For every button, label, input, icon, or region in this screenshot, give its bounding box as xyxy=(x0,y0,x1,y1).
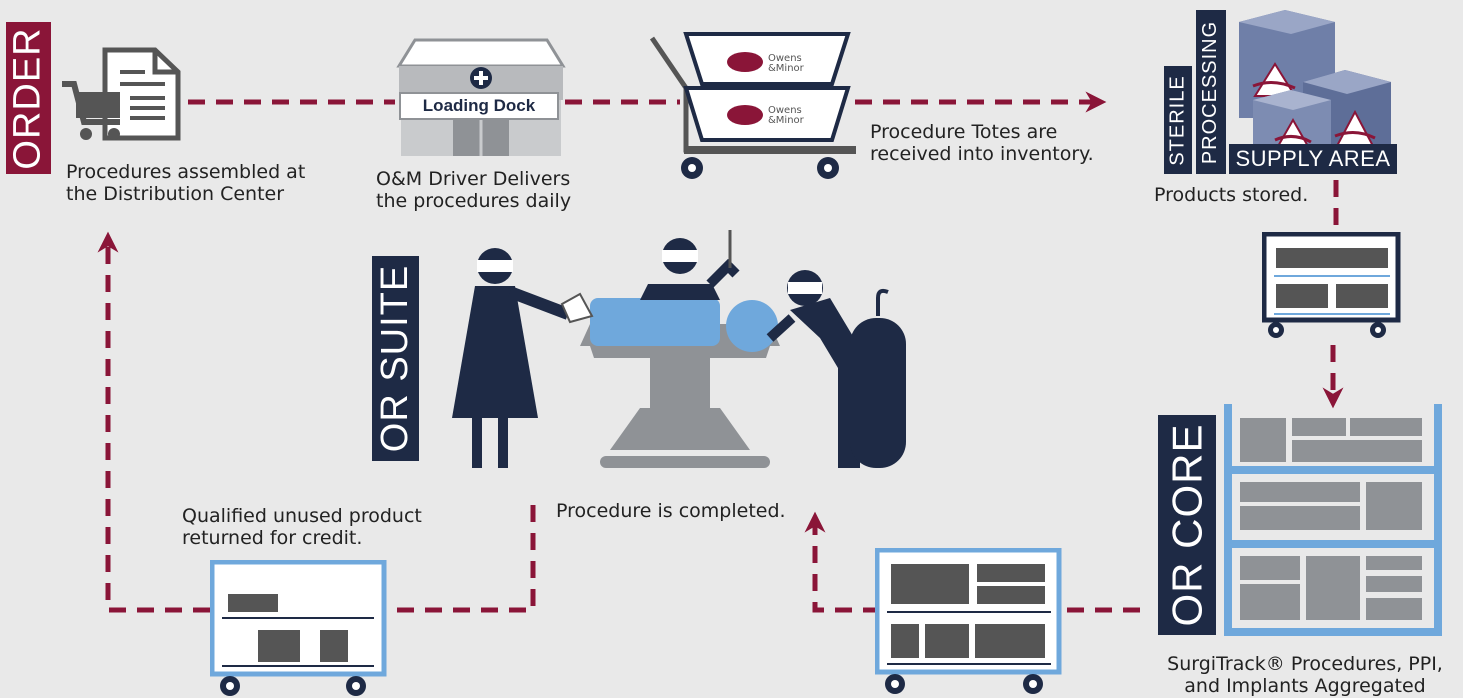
tote-cart-icon xyxy=(650,32,856,179)
tote-brand-bottom: Owens&Minor xyxy=(768,105,804,126)
caption-stored: Products stored. xyxy=(1154,184,1309,206)
processing-label: PROCESSING xyxy=(1196,10,1226,174)
procedure-cart-icon xyxy=(875,548,1062,694)
sterile-label: STERILE xyxy=(1164,66,1192,174)
or-suite-surgery-scene xyxy=(452,230,906,468)
or-core-shelving-icon xyxy=(1224,404,1442,636)
order-label: ORDER xyxy=(6,22,51,174)
supply-area-label: SUPPLY AREA xyxy=(1229,144,1397,174)
arrow-cart-to-suite xyxy=(804,511,880,613)
caption-surgitrack: SurgiTrack® Procedures, PPI,and Implants… xyxy=(1167,653,1443,697)
caption-completed: Procedure is completed. xyxy=(556,500,786,522)
sterile-supply-boxes-icon xyxy=(1239,10,1391,158)
tote-brand-top: Owens&Minor xyxy=(768,53,804,74)
loading-dock-building-icon xyxy=(396,38,566,156)
order-document-cart-icon xyxy=(62,47,181,141)
arrow-suite-to-return xyxy=(390,505,536,613)
sterile-cart-icon xyxy=(1262,232,1401,338)
loading-dock-sign: Loading Dock xyxy=(399,92,559,120)
loading-dock-text: Loading Dock xyxy=(422,96,536,115)
return-cart-icon xyxy=(210,560,387,696)
or-suite-label: OR SUITE xyxy=(372,256,419,461)
arrow-return-to-order xyxy=(97,231,210,613)
or-core-label: OR CORE xyxy=(1158,415,1216,635)
